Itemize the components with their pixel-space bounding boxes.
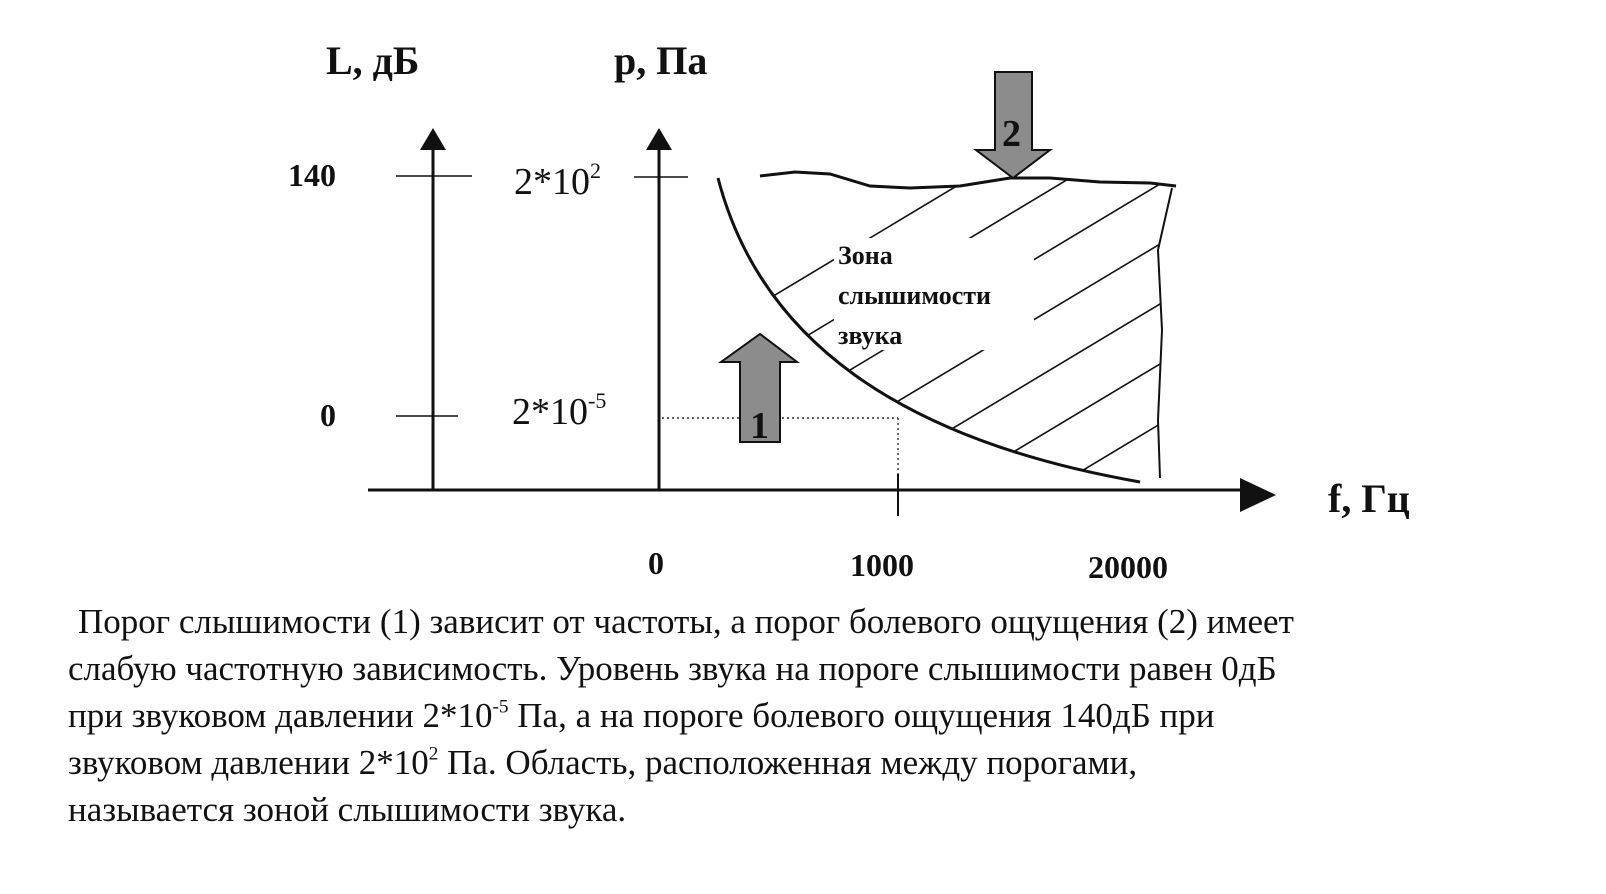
caption-line-4-exponent: 2 bbox=[428, 743, 439, 765]
f-tick-label-1000: 1000 bbox=[850, 547, 914, 583]
zone-label-backdrop bbox=[834, 238, 1034, 350]
caption-line-4-start: звуковом давлении 2*10 bbox=[68, 743, 429, 782]
threshold-of-hearing-arrow: 1 bbox=[717, 332, 800, 447]
L-tick-label-140: 140 bbox=[288, 157, 336, 193]
caption-line-3-end: Па, а на пороге болевого ощущения 140дБ … bbox=[508, 696, 1215, 735]
zone-label-line-1: Зона bbox=[838, 241, 893, 270]
L-axis-arrowhead bbox=[420, 128, 446, 150]
L-tick-label-0: 0 bbox=[320, 397, 336, 433]
caption-line-5: называется зоной слышимости звука. bbox=[68, 790, 627, 829]
p-axis-arrowhead bbox=[646, 128, 672, 150]
L-axis-title: L, дБ bbox=[326, 38, 419, 83]
p-axis-title: p, Па bbox=[614, 38, 707, 83]
caption-line-3-start: при звуковом давлении 2*10 bbox=[68, 696, 493, 735]
x-axis-title: f, Гц bbox=[1328, 476, 1410, 521]
p-tick-label-top: 2*102 bbox=[514, 158, 601, 203]
caption-line-4: звуковом давлении 2*102 Па. Область, рас… bbox=[68, 739, 1568, 786]
caption-line-3-exponent: -5 bbox=[492, 696, 509, 718]
right-boundary-line bbox=[1156, 187, 1173, 479]
zone-label-line-3: звука bbox=[838, 321, 902, 350]
pain-threshold-curve bbox=[759, 170, 1177, 190]
caption-paragraph: Порог слышимости (1) зависит от частоты,… bbox=[68, 598, 1568, 833]
arrow-1-label: 1 bbox=[750, 405, 769, 447]
p-tick-label-bottom: 2*10-5 bbox=[512, 388, 606, 433]
f-tick-label-0: 0 bbox=[648, 545, 664, 581]
caption-line-2: слабую частотную зависимость. Уровень зв… bbox=[68, 649, 1277, 688]
pain-threshold-arrow: 2 bbox=[973, 71, 1053, 180]
caption-line-4-end: Па. Область, расположенная между порогам… bbox=[438, 743, 1138, 782]
arrow-2-label: 2 bbox=[1002, 113, 1021, 155]
x-axis-arrowhead bbox=[1240, 478, 1276, 512]
hearing-threshold-curve bbox=[716, 177, 1141, 484]
zone-label-line-2: слышимости bbox=[838, 281, 991, 310]
caption-line-3: при звуковом давлении 2*10-5 Па, а на по… bbox=[68, 692, 1568, 739]
f-tick-label-20000: 20000 bbox=[1088, 549, 1168, 585]
caption-line-1: Порог слышимости (1) зависит от частоты,… bbox=[78, 602, 1294, 641]
